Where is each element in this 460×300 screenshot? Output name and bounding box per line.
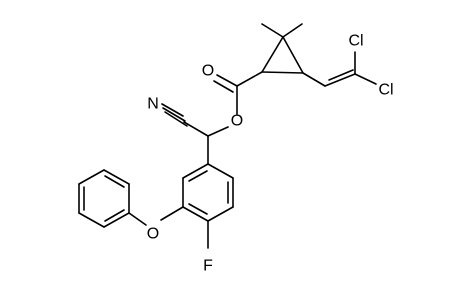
ether-bonds — [128, 206, 184, 226]
ester-group — [207, 71, 263, 137]
phenyl-ring — [78, 169, 130, 228]
fluorine-atom-label: F — [203, 258, 213, 275]
nitrile-group — [161, 103, 209, 137]
gem-dimethyl-bonds — [261, 23, 303, 38]
fluorophenyl-ring — [182, 163, 234, 222]
chlorine-atom-label: Cl — [378, 82, 393, 99]
ester-oxygen-label: O — [231, 113, 243, 130]
nitrile-nitrogen-label: N — [147, 96, 159, 113]
cyclopropane-ring — [261, 36, 304, 74]
chlorine-atom-label: Cl — [348, 33, 363, 50]
dichlorovinyl-group — [302, 51, 377, 87]
carbonyl-oxygen-label: O — [202, 63, 214, 80]
ether-oxygen-label: O — [147, 226, 159, 243]
